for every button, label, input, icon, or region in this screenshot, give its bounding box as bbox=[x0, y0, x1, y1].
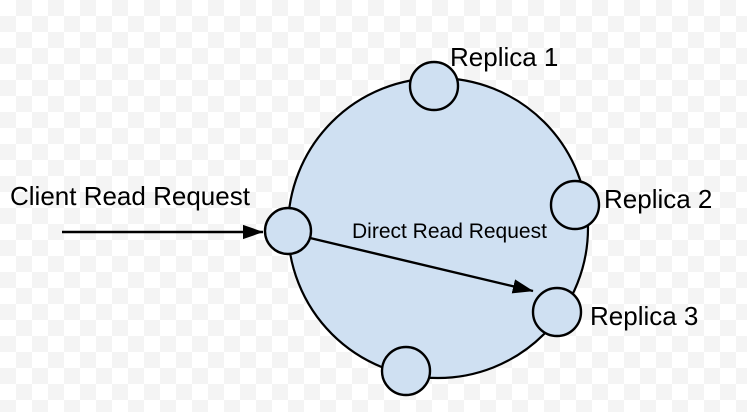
node-replica-4[interactable] bbox=[380, 345, 432, 397]
node-replica-1[interactable] bbox=[408, 60, 460, 112]
label-replica-2: Replica 2 bbox=[604, 184, 712, 214]
label-direct-read-request: Direct Read Request bbox=[352, 220, 547, 243]
label-replica-3: Replica 3 bbox=[590, 301, 698, 331]
direct-read-request-arrow bbox=[309, 236, 534, 294]
node-replica-2[interactable] bbox=[549, 179, 601, 231]
label-client-read-request: Client Read Request bbox=[10, 181, 251, 211]
node-replica-3[interactable] bbox=[531, 286, 583, 338]
label-replica-1: Replica 1 bbox=[450, 42, 558, 72]
node-coordinator[interactable] bbox=[263, 206, 313, 256]
